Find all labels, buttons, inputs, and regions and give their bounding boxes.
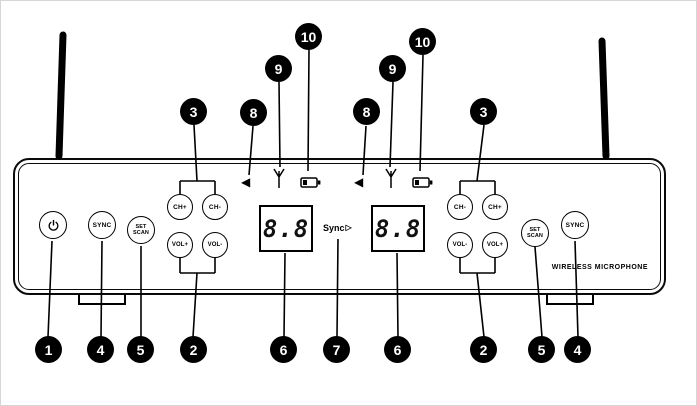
callout-3-left: 3 — [180, 98, 207, 125]
set-scan-button-left: SET SCAN — [127, 216, 155, 244]
vol-minus-button-right: VOL- — [447, 232, 473, 258]
callout-8-right: 8 — [353, 98, 380, 125]
ch-minus-button-left: CH- — [202, 194, 228, 220]
vol-minus-label-left: VOL- — [207, 242, 223, 248]
callout-2-left: 2 — [180, 336, 207, 363]
channel-display-left: 8.8 — [259, 205, 313, 252]
power-icon — [48, 219, 58, 231]
ch-plus-label-left: CH+ — [173, 203, 187, 211]
set-label-right: SET — [529, 226, 541, 233]
speaker-icon-left: ◀ — [241, 175, 251, 189]
vol-minus-label-right: VOL- — [452, 242, 468, 248]
callout-2-right: 2 — [470, 336, 497, 363]
sync-arrow-icon: ▷ — [345, 223, 352, 232]
brand-label: WIRELESS MICROPHONE — [551, 264, 648, 271]
callout-4-right: 4 — [564, 336, 591, 363]
callout-3-right: 3 — [470, 98, 497, 125]
sync-button-left: SYNC — [88, 211, 116, 239]
callout-7: 7 — [323, 336, 350, 363]
callout-8-left: 8 — [240, 99, 267, 126]
sync-label-text: Sync — [323, 223, 345, 233]
vol-plus-button-right: VOL+ — [482, 232, 508, 258]
vol-plus-button-left: VOL+ — [167, 232, 193, 258]
receiver-body-inner-line — [18, 163, 661, 290]
scan-label-left: SCAN — [133, 230, 149, 236]
callout-4-left: 4 — [87, 336, 114, 363]
set-scan-button-right: SET SCAN — [521, 219, 549, 247]
callout-6-left: 6 — [270, 336, 297, 363]
callout-5-left: 5 — [127, 336, 154, 363]
ch-plus-button-left: CH+ — [167, 194, 193, 220]
set-label-left: SET — [135, 223, 147, 230]
callout-6-right: 6 — [384, 336, 411, 363]
sync-button-left-label: SYNC — [92, 221, 112, 229]
ch-plus-label-right: CH+ — [488, 203, 502, 211]
sync-direction-label: Sync ▷ — [323, 223, 352, 233]
callout-9-right: 9 — [379, 55, 406, 82]
right-antenna — [598, 37, 610, 160]
leader-rf-left — [278, 81, 281, 168]
callout-5-right: 5 — [528, 336, 555, 363]
callout-1: 1 — [35, 336, 62, 363]
vol-plus-label-right: VOL+ — [486, 242, 504, 248]
receiver-body — [13, 158, 666, 295]
leader-battery-left — [307, 49, 310, 172]
power-button — [39, 211, 67, 239]
ch-minus-label-left: CH- — [208, 203, 222, 211]
ch-minus-button-right: CH- — [447, 194, 473, 220]
vol-minus-button-left: VOL- — [202, 232, 228, 258]
sync-button-right: SYNC — [561, 211, 589, 239]
leader-battery-right — [419, 54, 424, 172]
sync-button-right-label: SYNC — [565, 221, 585, 229]
callout-10-left: 10 — [295, 23, 322, 50]
antennas — [55, 31, 610, 160]
callout-10-right: 10 — [409, 28, 436, 55]
channel-display-right: 8.8 — [371, 205, 425, 252]
ch-minus-label-right: CH- — [453, 203, 467, 211]
vol-plus-label-left: VOL+ — [171, 242, 189, 248]
left-antenna — [55, 31, 67, 160]
speaker-icon-right: ◀ — [354, 175, 364, 189]
callout-9-left: 9 — [265, 55, 292, 82]
scan-label-right: SCAN — [527, 233, 543, 239]
leader-rf-right — [389, 81, 394, 168]
ch-plus-button-right: CH+ — [482, 194, 508, 220]
